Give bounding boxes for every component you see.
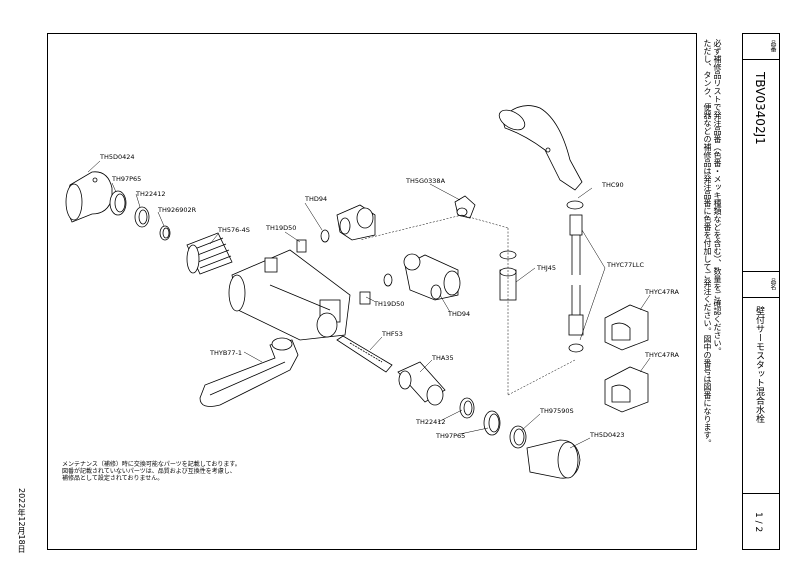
holder-thyc47ra-1 [604, 304, 649, 351]
label-th5d0423: TH5D0423 [589, 431, 625, 439]
shower-head [498, 105, 583, 191]
header-notes: 必ず補修品リストで発注品番（色番・メッキ種類などを含む）、数量をご確認ください。… [700, 33, 724, 550]
page-number: 1 / 2 [753, 512, 763, 533]
connector-th5g0338a [454, 195, 476, 219]
label-thyc77llc: THYC77LLC [606, 261, 645, 269]
footer-note-line1: メンテナンス（補修）時に交換可能なパーツを記載しております。 [62, 461, 241, 468]
part-labels: TH5D0424 TH97P65 TH22412 TH926902R TH576… [99, 153, 680, 440]
label-tha35: THA35 [431, 354, 454, 362]
ring-th97p65-left [109, 190, 127, 216]
leader-lines [87, 160, 651, 449]
title-block: 品番 TBV03402J1 品名 壁付サーモスタット混合水栓 1 / 2 [742, 33, 780, 550]
part-no-cell: TBV03402J1 [743, 60, 779, 272]
label-thyc47ra-2: THYC47RA [644, 351, 680, 359]
label-th19d50-lower: TH19D50 [373, 300, 404, 308]
ring-th22412-right [459, 397, 475, 419]
elbow-upper [336, 204, 376, 241]
label-th19d50-upper: TH19D50 [265, 224, 296, 232]
label-th22412-right: TH22412 [415, 418, 446, 426]
nut-th19d50-upper [296, 239, 307, 253]
name-label-cell: 品名 [743, 272, 779, 298]
label-thd94-lower: THD94 [447, 310, 470, 318]
part-number: TBV03402J1 [753, 72, 767, 145]
connection-lines [359, 214, 576, 396]
label-thc90: THC90 [601, 181, 624, 189]
label-thf53: THF53 [381, 330, 403, 338]
header-note-line1: 必ず補修品リストで発注品番（色番・メッキ種類などを含む）、数量をご確認ください。 [713, 39, 722, 355]
label-thyb77-1: THYB77-1 [209, 349, 242, 357]
name-cell: 壁付サーモスタット混合水栓 [743, 298, 779, 494]
oring-thd94-upper [320, 229, 330, 243]
page-cell: 1 / 2 [743, 494, 779, 549]
label-thyc47ra-1: THYC47RA [644, 288, 680, 296]
footer-note: メンテナンス（補修）時に交換可能なパーツを記載しております。 図番が記載されてい… [62, 461, 322, 482]
footer-note-line3: 補修品として設定されておりません。 [62, 475, 164, 482]
part-no-label: 品番 [769, 40, 776, 52]
part-no-label-cell: 品番 [743, 34, 779, 60]
label-th5d0424: TH5D0424 [99, 153, 135, 161]
label-th97p65-left: TH97P65 [111, 175, 141, 183]
issue-date: 2022年12月18日 [17, 488, 26, 553]
label-th97590s: TH97590S [539, 407, 574, 415]
mixer-body [228, 249, 351, 341]
label-thj45: THJ45 [536, 264, 556, 272]
product-name: 壁付サーモスタット混合水栓 [754, 306, 764, 423]
ring-th926902r [159, 225, 171, 241]
ring-th97590s [509, 425, 527, 449]
label-th576-4s: TH576-4S [217, 226, 250, 234]
washer-thc90 [566, 200, 584, 210]
cap-th5d0423 [526, 439, 581, 479]
label-th5g0338a: TH5G0338A [405, 177, 446, 185]
label-th97p65-right: TH97P65 [435, 432, 465, 440]
label-thd94-upper: THD94 [304, 195, 327, 203]
label-th22412-left: TH22412 [135, 190, 166, 198]
cartridge-th576-4s [186, 232, 233, 275]
drawing-frame [47, 33, 697, 550]
footer-note-line2: 図番が記載されていないパーツは、品質および互換性を考慮し、 [62, 468, 236, 475]
elbow-lower [403, 253, 461, 301]
nut-th19d50-lower [359, 291, 371, 305]
hose-thyc77llc [568, 214, 584, 353]
spout-thyb77-1 [199, 337, 299, 407]
label-th926902r: TH926902R [157, 206, 197, 214]
ring-th22412-left [134, 206, 150, 228]
oring-thd94-lower [383, 273, 393, 287]
spindle-thf53 [336, 335, 393, 373]
holder-thyc47ra-2 [604, 366, 649, 413]
name-label: 品名 [769, 278, 776, 290]
cap-left [65, 171, 113, 223]
header-note-line2: ただし、タンク、便器などの補修品は発注品番に色番を付加してご発注ください。図中の… [703, 39, 712, 447]
ring-th97p65-right [483, 410, 501, 436]
part-tha35 [397, 361, 446, 406]
